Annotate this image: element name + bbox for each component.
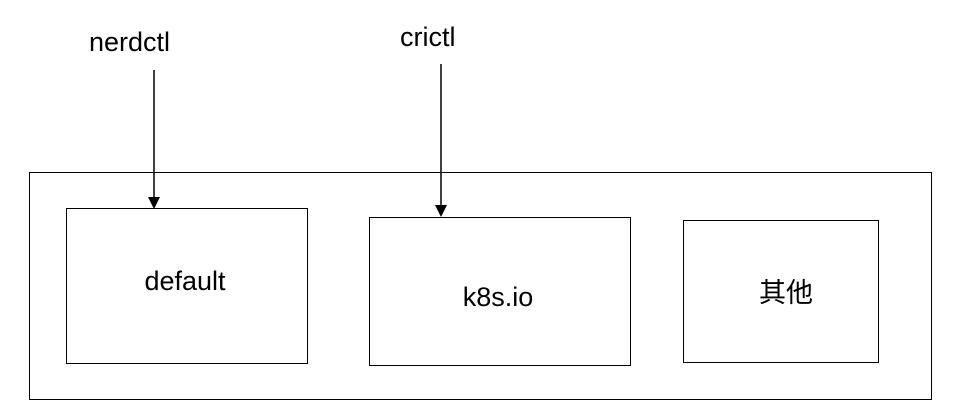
crictl-label: crictl: [400, 22, 456, 52]
nerdctl-label: nerdctl: [89, 27, 171, 57]
namespace-default-box: default: [66, 208, 308, 364]
namespace-default-label: default: [144, 265, 226, 296]
namespace-other-box: 其他: [683, 220, 879, 363]
namespace-other-label: 其他: [759, 278, 813, 308]
namespace-k8s-label: k8s.io: [462, 282, 534, 312]
namespace-k8s-box: k8s.io: [369, 217, 631, 366]
containerd-namespaces-container: [29, 172, 932, 400]
